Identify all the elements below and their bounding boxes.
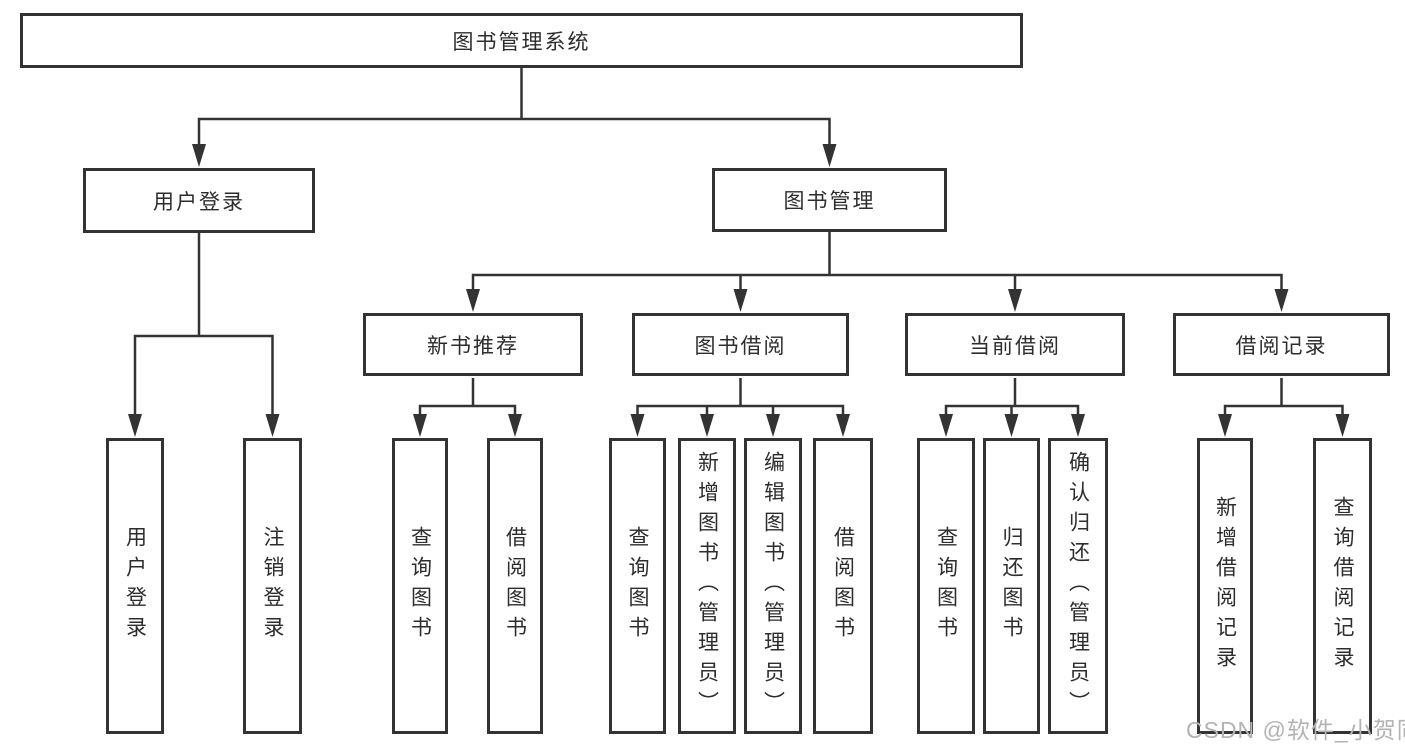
node-current-borrowing-label: 当前借阅 [969, 334, 1061, 358]
arrowhead [128, 414, 142, 437]
leaf-confirm-return-admin-label: 确认归还（管理员） [1066, 451, 1090, 721]
node-library-management-system: 图书管理系统 [20, 13, 1023, 68]
leaf-query-books-borrowing: 查询图书 [609, 438, 666, 734]
node-book-borrowing: 图书借阅 [632, 313, 849, 376]
arrowhead [1071, 414, 1085, 437]
leaf-borrow-books-borrowing-label: 借阅图书 [831, 526, 855, 646]
leaf-edit-book-admin-label: 编辑图书（管理员） [761, 451, 785, 721]
leaf-user-login-label: 用户登录 [123, 526, 147, 646]
arrowhead [630, 414, 645, 437]
leaf-return-books-label: 归还图书 [1000, 526, 1023, 646]
connector-book-borrowing-to-leaves [636, 378, 845, 418]
leaf-add-book-admin: 新增图书（管理员） [678, 438, 736, 734]
leaf-add-borrow-record-label: 新增借阅记录 [1213, 496, 1237, 676]
connector-book-management-to-level3 [471, 232, 1283, 293]
connector-borrowing-records-to-leaves [1223, 378, 1344, 418]
leaf-return-books: 归还图书 [983, 438, 1040, 734]
node-borrowing-records: 借阅记录 [1173, 313, 1390, 376]
arrowhead [700, 414, 714, 437]
arrowhead [466, 289, 480, 312]
leaf-logout-label: 注销登录 [261, 526, 284, 646]
arrowhead [733, 289, 748, 312]
node-new-book-recommendation: 新书推荐 [363, 313, 583, 376]
csdn-watermark: CSDN @软件_小贺同学 [1186, 717, 1405, 743]
leaf-query-borrow-record: 查询借阅记录 [1313, 438, 1372, 734]
node-book-management-label: 图书管理 [783, 190, 876, 213]
leaf-query-books-borrowing-label: 查询图书 [626, 526, 649, 646]
leaf-borrow-books-recommend: 借阅图书 [487, 438, 543, 734]
arrowhead [413, 414, 427, 437]
arrowhead [1008, 289, 1022, 312]
node-library-management-system-label: 图书管理系统 [452, 30, 591, 54]
leaf-query-books-recommend: 查询图书 [392, 438, 448, 734]
leaf-add-book-admin-label: 新增图书（管理员） [695, 451, 719, 721]
leaf-edit-book-admin: 编辑图书（管理员） [744, 438, 802, 734]
leaf-logout: 注销登录 [243, 438, 302, 734]
leaf-add-borrow-record: 新增借阅记录 [1197, 438, 1253, 734]
node-book-management: 图书管理 [712, 168, 947, 232]
arrowhead [1004, 414, 1019, 437]
node-current-borrowing: 当前借阅 [905, 313, 1125, 376]
node-user-login: 用户登录 [83, 168, 315, 233]
node-user-login-label: 用户登录 [153, 190, 245, 214]
arrowhead [766, 414, 780, 437]
leaf-confirm-return-admin: 确认归还（管理员） [1048, 438, 1108, 734]
arrowhead [1218, 414, 1232, 437]
node-new-book-recommendation-label: 新书推荐 [427, 334, 519, 358]
arrowhead [1274, 289, 1289, 312]
arrowhead [939, 414, 953, 437]
node-borrowing-records-label: 借阅记录 [1235, 334, 1328, 358]
leaf-query-books-current: 查询图书 [917, 438, 975, 734]
leaf-query-books-current-label: 查询图书 [934, 526, 958, 646]
connector-current-borrowing-to-leaves [944, 378, 1080, 418]
leaf-query-borrow-record-label: 查询借阅记录 [1331, 496, 1354, 676]
node-book-borrowing-label: 图书借阅 [694, 334, 787, 358]
arrowhead [1335, 414, 1350, 437]
arrowhead [836, 414, 850, 437]
connector-user-login-to-leaves [133, 233, 274, 418]
leaf-borrow-books-borrowing: 借阅图书 [813, 438, 873, 734]
leaf-user-login: 用户登录 [106, 438, 164, 734]
arrowhead [508, 414, 522, 437]
leaf-query-books-recommend-label: 查询图书 [408, 526, 432, 646]
arrowhead [265, 414, 280, 437]
arrowhead [822, 144, 837, 167]
leaf-borrow-books-recommend-label: 借阅图书 [503, 526, 527, 646]
arrowhead [192, 144, 206, 167]
connector-root-to-level2 [197, 66, 831, 148]
connector-new-book-recommendation-to-leaves [418, 378, 517, 418]
